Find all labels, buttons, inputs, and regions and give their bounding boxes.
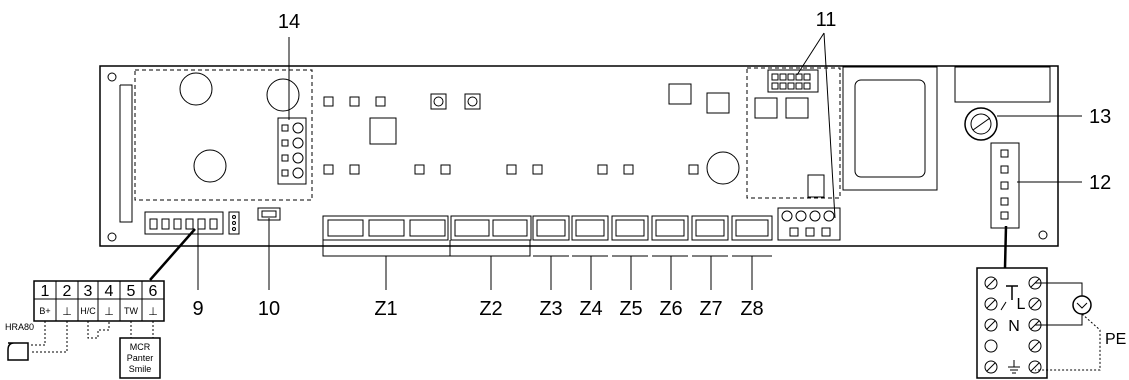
callout-14: 14 bbox=[278, 11, 300, 33]
terminal-number-4: 4 bbox=[105, 283, 114, 300]
mains-live-label: L bbox=[1017, 296, 1026, 313]
zone-label-4: Z4 bbox=[579, 298, 602, 320]
zone-label-8: Z8 bbox=[740, 298, 763, 320]
terminal-number-6: 6 bbox=[149, 283, 158, 300]
low-voltage-terminal-block: 1 2 3 4 5 6 B+ ⊥ H/C ⊥ TW ⊥ bbox=[30, 280, 165, 353]
zone-label-7: Z7 bbox=[699, 298, 722, 320]
zone-label-5: Z5 bbox=[619, 298, 642, 320]
pump-circuit: PE bbox=[1035, 282, 1126, 371]
terminal-signal-4: ⊥ bbox=[104, 306, 114, 318]
mains-earth-label: PE bbox=[1105, 331, 1126, 348]
terminal-signal-2: ⊥ bbox=[62, 306, 72, 318]
zone-label-3: Z3 bbox=[539, 298, 562, 320]
hra80-room-unit: HRA80 bbox=[5, 322, 34, 361]
zone-label-2: Z2 bbox=[479, 298, 502, 320]
zone-label-1: Z1 bbox=[374, 298, 397, 320]
callout-11: 11 bbox=[816, 9, 837, 31]
callout-12: 12 bbox=[1089, 172, 1111, 194]
pump-icon bbox=[1072, 295, 1092, 315]
terminal-signal-5: TW bbox=[124, 306, 138, 316]
mains-neutral-label: N bbox=[1008, 318, 1020, 335]
terminal-signal-1: B+ bbox=[39, 306, 50, 316]
thermostat-label-line-2: Panter bbox=[127, 353, 154, 363]
terminal-signal-6: ⊥ bbox=[148, 306, 158, 318]
callout-10: 10 bbox=[258, 298, 280, 320]
hra80-label: HRA80 bbox=[5, 322, 34, 332]
terminal-signal-3: H/C bbox=[80, 306, 96, 316]
terminal-number-5: 5 bbox=[127, 283, 136, 300]
callout-13: 13 bbox=[1089, 106, 1111, 128]
mains-terminal-block: L N bbox=[976, 267, 1048, 379]
controller-board bbox=[99, 65, 1059, 247]
terminal-number-2: 2 bbox=[63, 283, 72, 300]
terminal-number-3: 3 bbox=[84, 283, 93, 300]
zone-label-6: Z6 bbox=[659, 298, 682, 320]
thermostat-label-line-1: MCR bbox=[130, 342, 151, 352]
thermostat-label-line-3: Smile bbox=[129, 364, 152, 374]
callout-lines bbox=[149, 32, 1082, 290]
thermostat-device: MCR Panter Smile bbox=[119, 337, 161, 379]
callout-9: 9 bbox=[192, 298, 203, 320]
terminal-number-1: 1 bbox=[41, 283, 50, 300]
